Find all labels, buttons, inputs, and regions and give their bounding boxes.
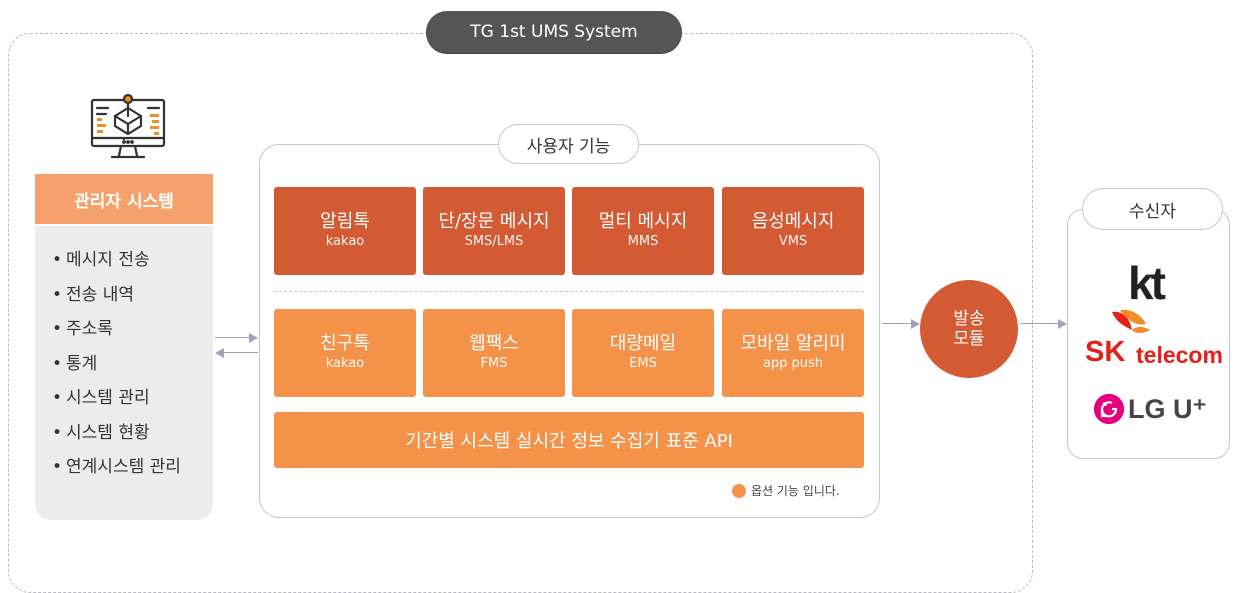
admin-feature-item: •시스템 관리 xyxy=(52,388,150,408)
tile-label: 웹팩스 xyxy=(469,333,519,354)
lgu-logo: LG U⁺ xyxy=(1094,394,1207,424)
option-legend-text: 옵션 기능 입니다. xyxy=(751,484,840,498)
tile-sublabel: kakao xyxy=(325,234,365,249)
arrowhead-right-icon xyxy=(911,319,920,329)
feature-tile-webfax: 웹팩스 FMS xyxy=(423,309,565,397)
tile-sublabel: EMS xyxy=(629,356,657,371)
system-title: TG 1st UMS System xyxy=(426,11,682,53)
tile-label: 알림톡 xyxy=(320,211,370,232)
arrow-to-admin xyxy=(224,352,258,353)
send-module: 발송 모듈 xyxy=(920,280,1018,378)
admin-system-panel xyxy=(35,226,213,520)
tile-label: 멀티 메시지 xyxy=(598,211,688,232)
send-module-line1: 발송 xyxy=(953,309,985,329)
feature-tile-vms: 음성메시지 VMS xyxy=(722,187,864,275)
admin-system-title: 관리자 시스템 xyxy=(35,174,213,224)
send-module-line2: 모듈 xyxy=(953,329,985,349)
feature-tile-alimtalk: 알림톡 kakao xyxy=(274,187,416,275)
feature-divider xyxy=(274,291,864,292)
tile-label: 음성메시지 xyxy=(751,211,835,232)
tile-label: 친구톡 xyxy=(320,333,370,354)
admin-feature-list: •메시지 전송 •전송 내역 •주소록 •통계 •시스템 관리 •시스템 현황 … xyxy=(52,248,181,490)
arrowhead-right-icon xyxy=(249,333,258,343)
admin-feature-item: •메시지 전송 xyxy=(52,250,150,270)
tile-label: 모바일 알리미 xyxy=(740,333,846,354)
tile-sublabel: SMS/LMS xyxy=(464,234,524,249)
feature-tile-sms-lms: 단/장문 메시지 SMS/LMS xyxy=(423,187,565,275)
arrowhead-left-icon xyxy=(215,348,224,358)
lgu-logo-text: LG U⁺ xyxy=(1128,394,1207,424)
admin-feature-item: •연계시스템 관리 xyxy=(52,457,181,477)
feature-tile-app-push: 모바일 알리미 app push xyxy=(722,309,864,397)
feature-tile-bulk-mail: 대량메일 EMS xyxy=(572,309,714,397)
arrow-to-receivers xyxy=(1020,323,1058,324)
tile-sublabel: FMS xyxy=(480,356,508,371)
option-legend: 옵션 기능 입니다. xyxy=(732,482,840,499)
receivers-title: 수신자 xyxy=(1082,188,1223,230)
arrow-to-send-module xyxy=(882,323,911,324)
tile-sublabel: kakao xyxy=(325,356,365,371)
standard-api-bar: 기간별 시스템 실시간 정보 수집기 표준 API xyxy=(274,412,864,468)
feature-tile-mms: 멀티 메시지 MMS xyxy=(572,187,714,275)
feature-tile-friendtalk: 친구톡 kakao xyxy=(274,309,416,397)
admin-feature-item: •시스템 현황 xyxy=(52,422,150,443)
tile-sublabel: MMS xyxy=(627,234,659,249)
skt-butterfly-icon xyxy=(1112,309,1150,333)
option-dot-icon xyxy=(732,483,746,498)
tile-sublabel: app push xyxy=(762,356,824,371)
tile-label: 단/장문 메시지 xyxy=(438,211,550,232)
admin-feature-item: •통계 xyxy=(52,353,98,374)
skt-logo-sk: SK xyxy=(1085,336,1126,368)
tile-sublabel: VMS xyxy=(778,234,808,249)
admin-feature-item: •전송 내역 xyxy=(52,284,134,305)
tile-label: 대량메일 xyxy=(609,333,677,354)
arrowhead-right-icon xyxy=(1058,319,1067,329)
admin-computer-icon xyxy=(88,90,168,165)
lgu-face-icon xyxy=(1094,394,1124,424)
admin-feature-item: •주소록 xyxy=(52,319,113,339)
kt-logo: kt xyxy=(1128,257,1166,309)
arrow-to-user-features xyxy=(215,337,249,338)
skt-logo-telecom: telecom xyxy=(1136,342,1223,368)
user-features-title: 사용자 기능 xyxy=(498,124,639,164)
